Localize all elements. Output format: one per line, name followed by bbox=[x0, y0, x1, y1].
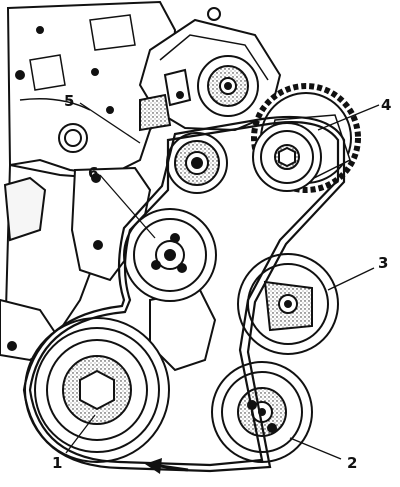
drive-belt bbox=[22, 115, 346, 473]
rotation-arrow bbox=[145, 458, 189, 474]
water-pump-pulley bbox=[123, 208, 217, 302]
ac-compressor-pulley bbox=[211, 361, 313, 463]
engine-block bbox=[0, 0, 177, 362]
alternator bbox=[138, 7, 282, 132]
callout-1: 1 bbox=[52, 454, 62, 472]
leader-lines bbox=[65, 102, 380, 460]
callout-5: 5 bbox=[64, 92, 74, 110]
callout-3: 3 bbox=[378, 254, 388, 272]
power-steering-pulley bbox=[237, 253, 339, 355]
callout-6: 6 bbox=[88, 164, 98, 182]
crankshaft-pulley bbox=[24, 317, 170, 463]
callout-2: 2 bbox=[347, 454, 357, 472]
tensioner-pulley bbox=[252, 122, 322, 192]
idler-pulley bbox=[166, 132, 228, 194]
callout-4: 4 bbox=[381, 96, 391, 114]
